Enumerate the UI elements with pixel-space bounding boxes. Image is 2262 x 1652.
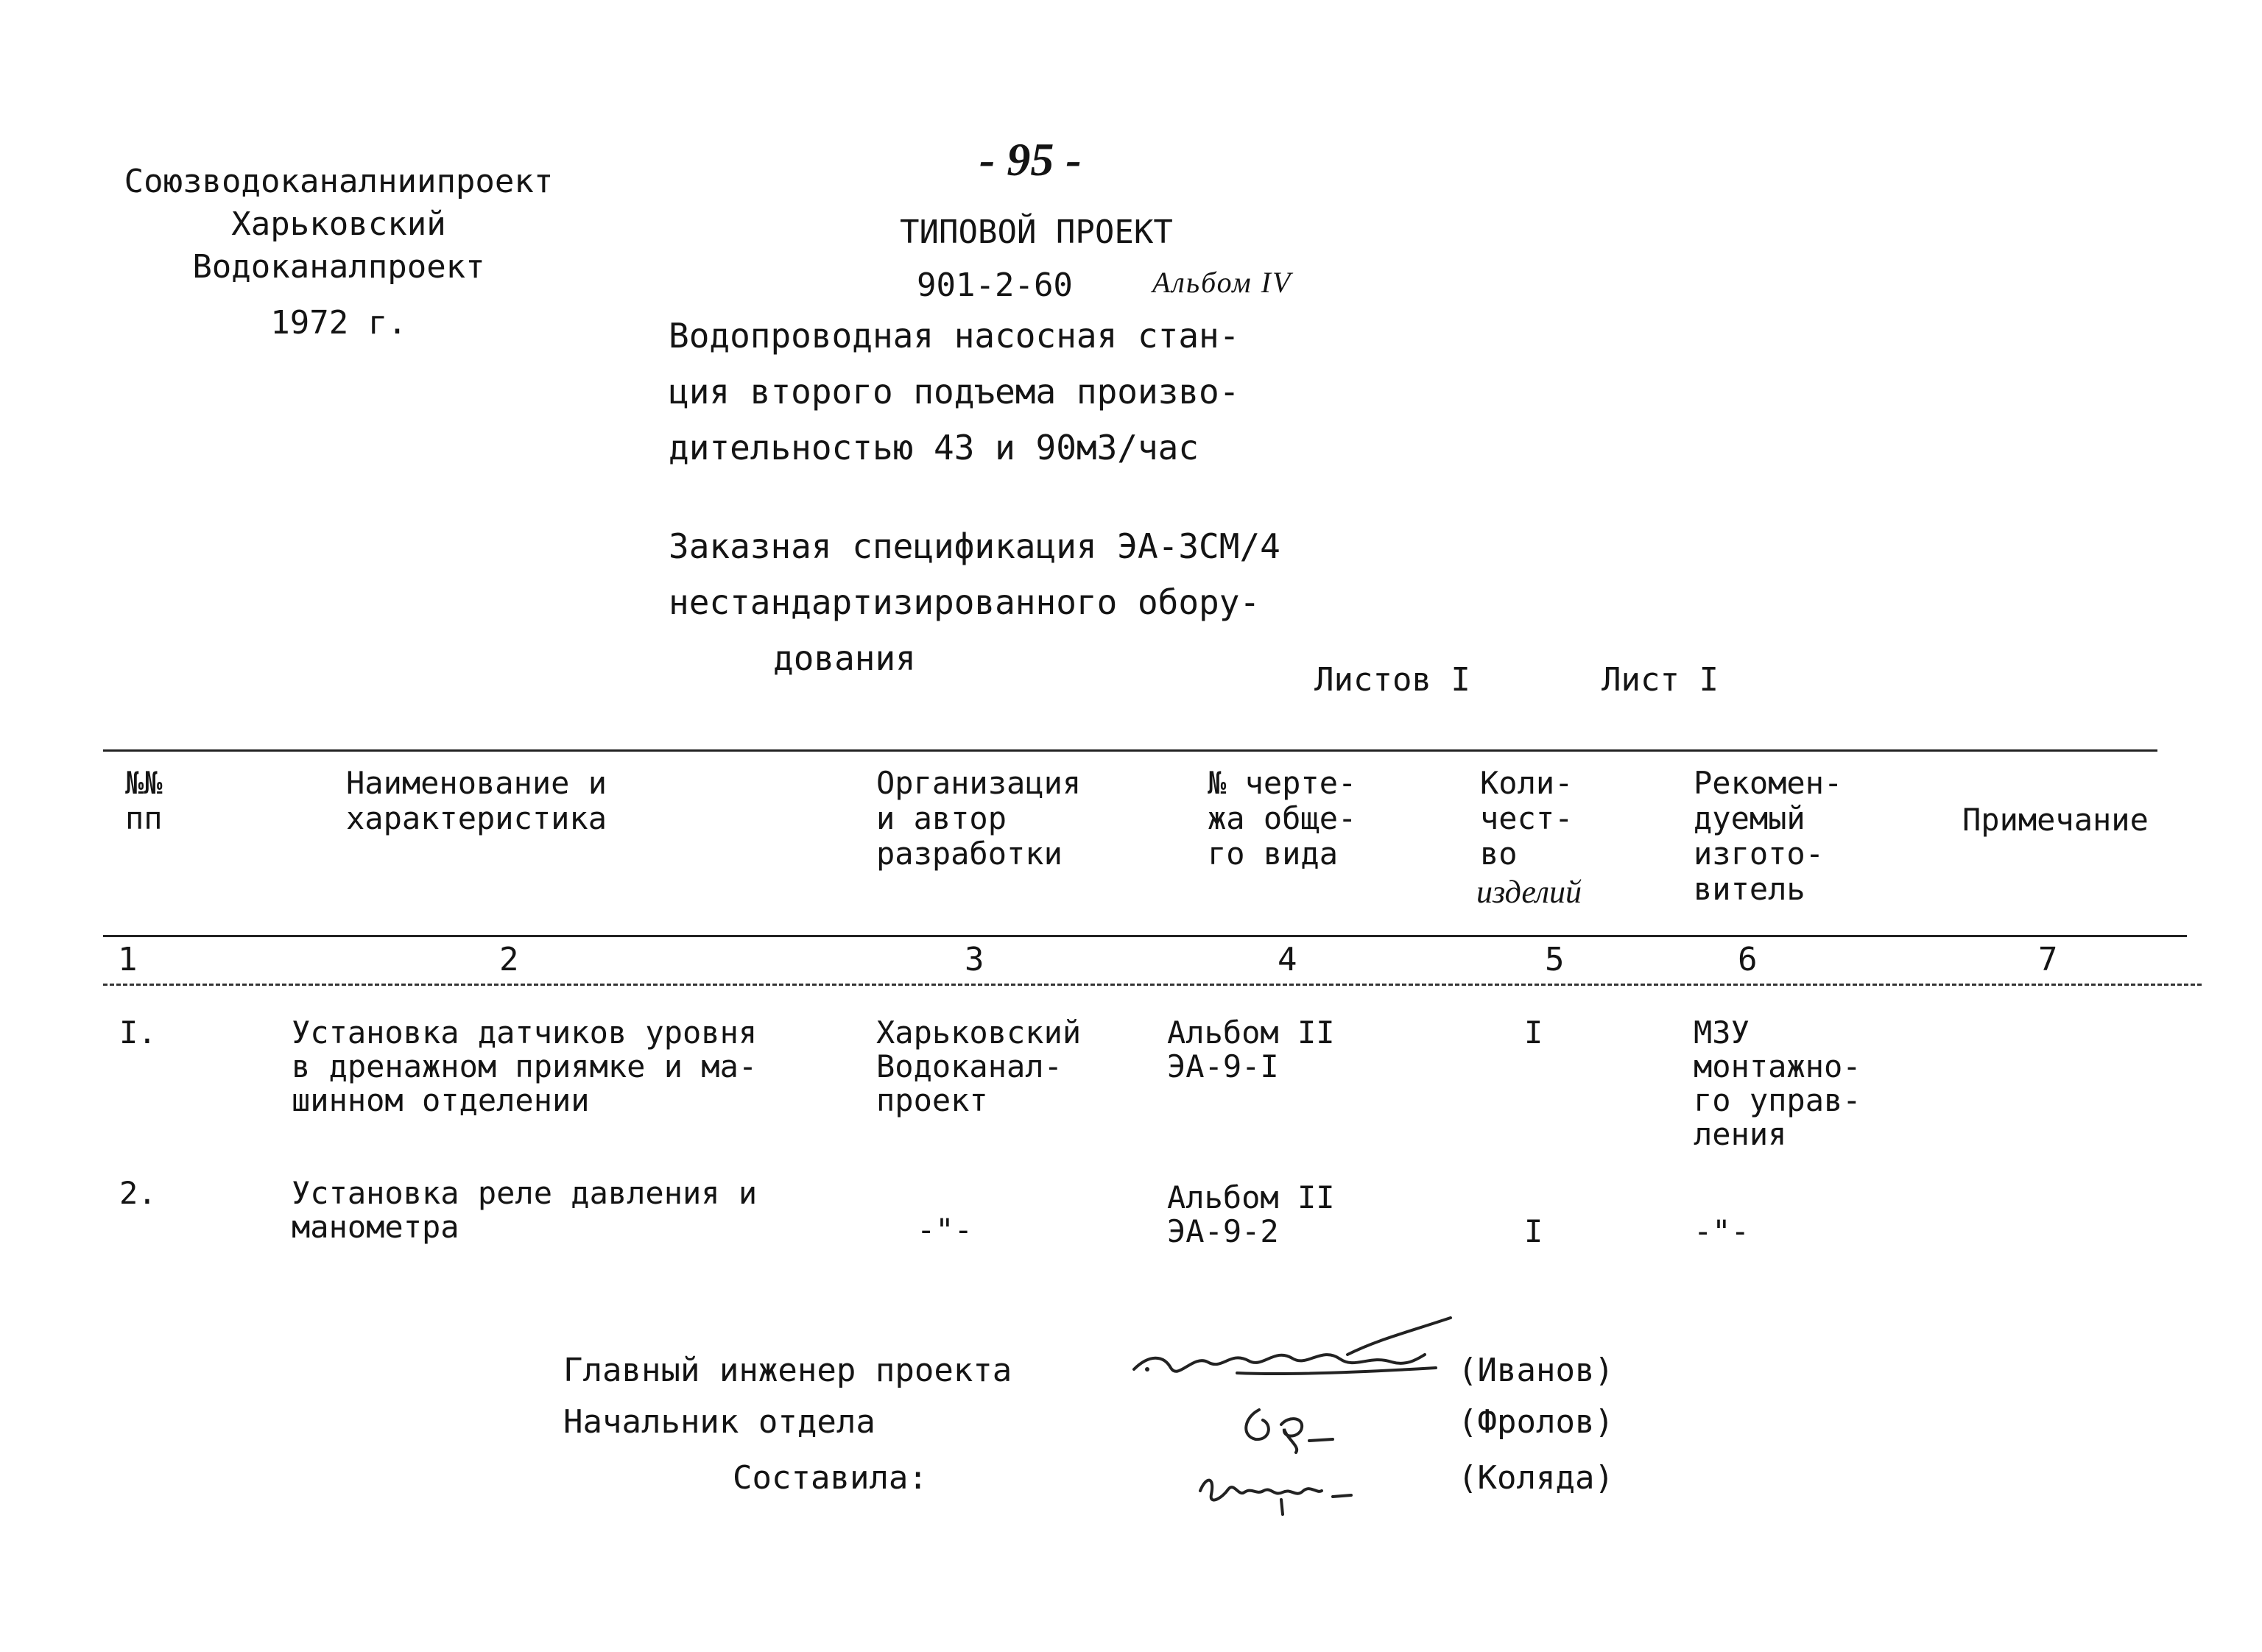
- signature-name-kolyada: (Коляда): [1458, 1459, 1614, 1497]
- row-1-name: Установка датчиков уровня в дренажном пр…: [292, 1014, 758, 1118]
- spec-title: Заказная спецификация ЭА-ЗСМ/4 нестандар…: [669, 518, 1280, 686]
- signature-role-department-head: Начальник отдела: [563, 1403, 875, 1441]
- signature-role-chief-engineer: Главный инженер проекта: [563, 1352, 1012, 1389]
- signature-role-compiler: Составила:: [733, 1459, 928, 1497]
- project-code: 901-2-60: [917, 266, 1073, 304]
- sheet-number: Лист I: [1602, 661, 1719, 699]
- album-handwritten: Альбом IV: [1152, 266, 1292, 299]
- colnum-5: 5: [1545, 941, 1565, 978]
- spec-line-2: нестандартизированного обору-: [669, 582, 1261, 622]
- org-line-2: Харьковский: [231, 205, 446, 243]
- org-line-1: Союзводоканалниипроект: [124, 163, 554, 200]
- row-1-num: I.: [119, 1014, 157, 1051]
- header-col-note: Примечание: [1962, 802, 2149, 838]
- spec-line-1: Заказная спецификация ЭА-ЗСМ/4: [669, 526, 1280, 566]
- signature-scribble-2: [1244, 1408, 1334, 1454]
- signature-name-ivanov: (Иванов): [1458, 1352, 1614, 1389]
- row-2-org: -"-: [917, 1212, 973, 1248]
- colnum-6: 6: [1738, 941, 1758, 978]
- header-col-qty-handwritten: изделий: [1476, 874, 1582, 910]
- row-2-qty: I: [1524, 1213, 1543, 1249]
- title-line-1: Водопроводная насосная стан-: [669, 316, 1240, 356]
- row-2-maker: -"-: [1694, 1213, 1750, 1249]
- header-col-name: Наименование и характеристика: [346, 765, 607, 836]
- colnum-3: 3: [965, 941, 984, 978]
- colnum-1: 1: [118, 941, 138, 978]
- table-colnum-rule: [103, 984, 2202, 986]
- project-type: ТИПОВОЙ ПРОЕКТ: [900, 213, 1173, 251]
- row-1-drawing: Альбом II ЭА-9-I: [1167, 1014, 1335, 1084]
- colnum-2: 2: [499, 941, 519, 978]
- organization-block: Союзводоканалниипроект Харьковский Водок…: [103, 160, 574, 345]
- table-top-rule: [103, 749, 2157, 752]
- row-2-name: Установка реле давления и манометра: [292, 1175, 758, 1245]
- sheets-total: Листов I: [1314, 661, 1470, 699]
- page-number: - 95 -: [979, 133, 1082, 186]
- signature-scribble-3: [1199, 1478, 1353, 1516]
- org-line-3: Водоканалпроект: [192, 248, 485, 286]
- header-col-maker: Рекомен- дуемый изгото- витель: [1694, 765, 1843, 907]
- signature-name-frolov: (Фролов): [1458, 1403, 1614, 1441]
- signature-scribble-1: [1132, 1316, 1452, 1376]
- colnum-7: 7: [2038, 941, 2058, 978]
- header-col-qty: Коли- чест- во: [1480, 765, 1574, 872]
- header-col-drawing: № черте- жа обще- го вида: [1208, 765, 1357, 872]
- row-2-num: 2.: [119, 1175, 157, 1211]
- project-title: Водопроводная насосная стан- ция второго…: [669, 308, 1239, 476]
- header-col-num: №№ пп: [125, 765, 163, 836]
- row-2-drawing: Альбом II ЭА-9-2: [1167, 1179, 1335, 1249]
- row-1-qty: I: [1524, 1014, 1543, 1051]
- row-1-maker: МЗУ монтажно- го управ- ления: [1694, 1014, 1861, 1152]
- spec-line-3: дования: [773, 638, 916, 678]
- title-line-3: дительностью 43 и 90м3/час: [669, 428, 1199, 467]
- org-year: 1972 г.: [270, 304, 407, 342]
- row-1-org: Харьковский Водоканал- проект: [876, 1014, 1082, 1118]
- table-header-rule: [103, 935, 2187, 937]
- header-col-org: Организация и автор разработки: [876, 765, 1082, 872]
- title-line-2: ция второго подъема произво-: [669, 372, 1240, 412]
- colnum-4: 4: [1278, 941, 1297, 978]
